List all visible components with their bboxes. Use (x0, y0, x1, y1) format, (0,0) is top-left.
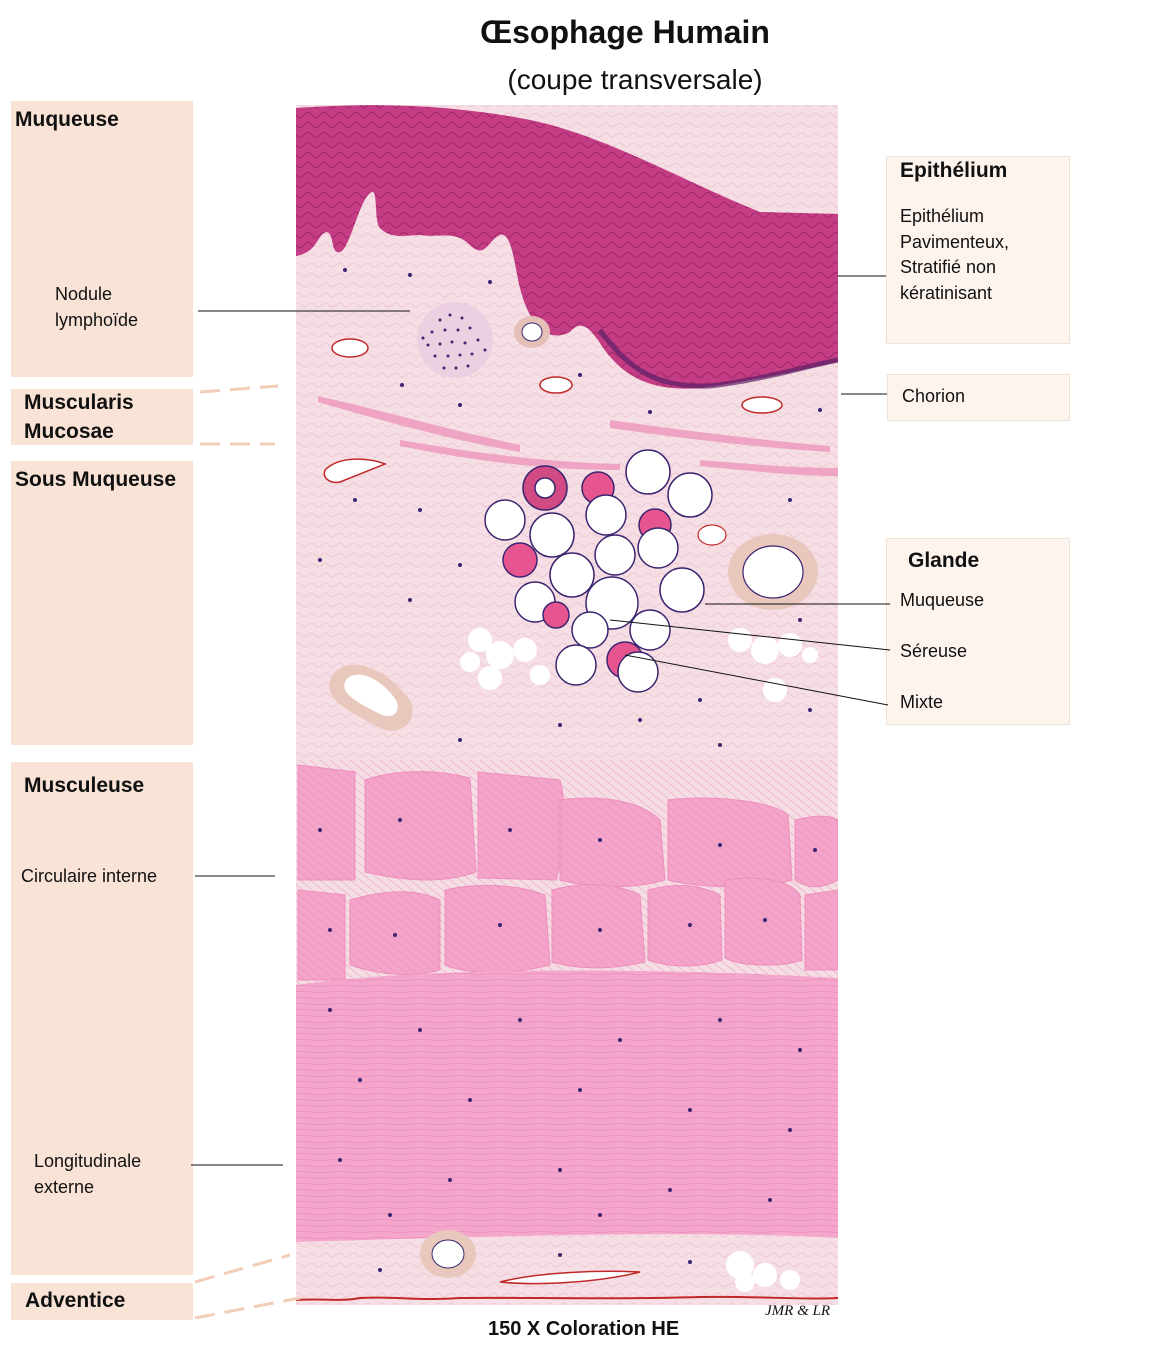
author-signature: JMR & LR (765, 1303, 830, 1319)
label-glande-sereuse: Séreuse (900, 641, 968, 661)
label-epithelium-desc-2: Pavimenteux, (900, 232, 1010, 252)
label-epithelium-desc-1: Epithélium (900, 206, 985, 226)
panel-musculeuse (11, 762, 193, 1275)
label-nodule-line1: Nodule (55, 284, 113, 304)
label-epithelium-title: Epithélium (900, 159, 1008, 182)
adventitia-vessels (420, 1230, 641, 1285)
circular-muscle-texture (296, 760, 838, 990)
lymphoid-nodule (417, 302, 493, 378)
magnification-caption: 150 X Coloration HE (488, 1318, 680, 1340)
panel-adventice (11, 1283, 193, 1320)
epithelium-basal-layer (597, 328, 838, 389)
label-chorion: Chorion (902, 386, 966, 406)
label-circulaire-interne: Circulaire interne (21, 866, 158, 886)
label-glande-title: Glande (908, 549, 980, 572)
label-muscularis-line2: Mucosae (24, 420, 114, 443)
adventitia-edge (296, 1295, 838, 1301)
panel-sous-muqueuse (11, 461, 193, 745)
label-muqueuse: Muqueuse (15, 108, 119, 131)
panel-muscularis-mucosae (11, 389, 193, 445)
panel-glande (886, 538, 1070, 725)
scattered-nuclei (318, 268, 822, 1272)
page-title: Œsophage Humain (480, 14, 770, 50)
label-epithelium-desc-3: Stratifié non (900, 257, 997, 277)
label-longitudinale-line2: externe (34, 1177, 95, 1197)
label-muscularis-line1: Muscularis (24, 391, 134, 414)
label-epithelium-desc-4: kératinisant (900, 283, 993, 303)
label-adventice: Adventice (25, 1289, 126, 1312)
label-nodule-line2: lymphoïde (55, 310, 139, 330)
submucosa-vessels (323, 458, 818, 731)
label-glande-muqueuse: Muqueuse (900, 590, 985, 610)
label-glande-mixte: Mixte (900, 692, 944, 712)
page-subtitle: (coupe transversale) (507, 64, 763, 95)
chorion-vessels (331, 316, 783, 414)
panel-chorion (887, 374, 1070, 421)
epithelium-texture (296, 105, 838, 389)
longitudinal-muscle-texture (296, 970, 838, 1242)
label-longitudinale-line1: Longitudinale (34, 1151, 142, 1171)
muscularis-mucosae-bands (318, 396, 838, 476)
panel-muqueuse (11, 101, 193, 377)
label-musculeuse: Musculeuse (24, 774, 145, 797)
tissue-section (296, 105, 838, 1305)
label-sous-muqueuse: Sous Muqueuse (15, 468, 177, 491)
panel-epithelium (886, 156, 1070, 344)
